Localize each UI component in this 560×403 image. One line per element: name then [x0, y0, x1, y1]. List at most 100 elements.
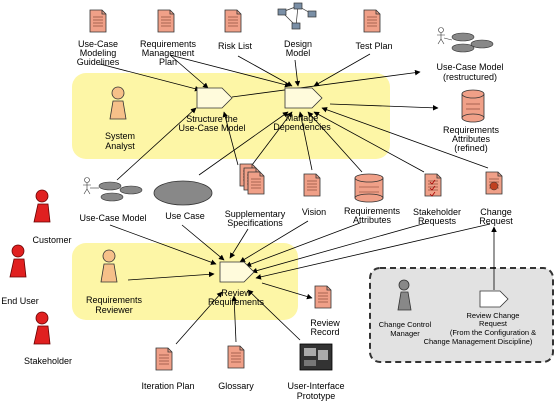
supplementary-specs-line1: Supplementary [225, 209, 286, 219]
use-case-model-icon [83, 177, 143, 202]
artifact-glossary[interactable]: Glossary [218, 345, 254, 391]
stakeholder-label: Stakeholder [24, 356, 72, 366]
review-change-request-line4: Change Management Discipline) [424, 337, 533, 346]
change-request-line1: Change [480, 207, 512, 217]
review-change-request-line3: (From the Configuration & [450, 328, 536, 337]
artifact-review-record[interactable]: Review Record [310, 285, 340, 337]
change-management-box [369, 267, 554, 363]
req-attr-refined-line1: Requirements [443, 125, 500, 135]
req-mgmt-plan-line1: Requirements [140, 39, 197, 49]
glossary-icon [227, 345, 245, 369]
review-record-icon [314, 285, 332, 309]
requirements-reviewer-line2: Reviewer [95, 305, 133, 315]
activity-manage-dependencies[interactable]: Manage Dependencies [273, 87, 331, 132]
artifact-design-model[interactable]: Design Model [277, 2, 317, 58]
activity-review-requirements[interactable]: Review Requirements [208, 261, 265, 307]
end-user-icon [9, 244, 27, 278]
manage-dependencies-line2: Dependencies [273, 122, 331, 132]
review-record-line1: Review [310, 318, 340, 328]
artifact-risk-list[interactable]: Risk List [218, 9, 253, 51]
glossary-label: Glossary [218, 381, 254, 391]
structure-ucm-line2: Use-Case Model [178, 123, 245, 133]
ucm-guidelines-line2: Modeling [80, 48, 117, 58]
artifact-use-case-modeling-guidelines[interactable]: Use-Case Modeling Guidelines [77, 9, 120, 67]
artifact-stakeholder-requests[interactable]: Stakeholder Requests [413, 173, 461, 226]
artifact-requirements-attributes-refined[interactable]: Requirements Attributes (refined) [443, 89, 500, 153]
test-plan-icon [363, 9, 381, 33]
ucm-restructured-line1: Use-Case Model [436, 62, 503, 72]
artifact-vision[interactable]: Vision [302, 173, 326, 217]
req-attributes-line2: Attributes [353, 215, 392, 225]
artifact-test-plan[interactable]: Test Plan [355, 9, 393, 51]
stakeholder-requests-line2: Requests [418, 216, 457, 226]
change-request-line2: Request [479, 216, 513, 226]
ucm-guidelines-line3: Guidelines [77, 57, 120, 67]
system-analyst-line2: Analyst [105, 141, 135, 151]
supplementary-specs-line2: Specifications [227, 218, 283, 228]
use-case-label: Use Case [165, 211, 205, 221]
review-requirements-line2: Requirements [208, 297, 265, 307]
ucm-restructured-icon [437, 27, 494, 53]
structure-ucm-line1: Structure the [186, 114, 238, 124]
customer-label: Customer [32, 235, 71, 245]
stakeholder-stakeholder[interactable]: Stakeholder [24, 311, 72, 366]
role-change-control-manager[interactable]: Change Control Manager [379, 279, 432, 338]
requirements-reviewer-icon [100, 249, 118, 283]
iteration-plan-label: Iteration Plan [141, 381, 194, 391]
requirements-reviewer-line1: Requirements [86, 295, 143, 305]
design-model-icon [277, 2, 317, 30]
ucm-guidelines-line1: Use-Case [78, 39, 118, 49]
vision-label: Vision [302, 207, 326, 217]
risk-list-icon [224, 9, 242, 33]
supplementary-specs-icon [239, 163, 265, 195]
flow-arrows [99, 53, 497, 345]
manage-dependencies-line1: Manage [286, 113, 319, 123]
test-plan-label: Test Plan [355, 41, 392, 51]
stakeholder-requests-icon [424, 173, 442, 197]
design-model-line1: Design [284, 39, 312, 49]
activity-structure-use-case-model[interactable]: Structure the Use-Case Model [178, 87, 246, 133]
review-requirements-line1: Review [221, 288, 251, 298]
ui-prototype-icon [299, 343, 333, 371]
ucm-guidelines-icon [89, 9, 107, 33]
artifact-change-request[interactable]: Change Request [479, 171, 513, 226]
review-change-request-line2: Request [479, 319, 508, 328]
artifact-user-interface-prototype[interactable]: User-Interface Prototype [287, 343, 345, 401]
artifact-use-case[interactable]: Use Case [153, 180, 213, 221]
stakeholder-icon [33, 311, 51, 345]
artifact-iteration-plan[interactable]: Iteration Plan [141, 347, 195, 391]
stakeholder-customer[interactable]: Customer [32, 189, 72, 245]
change-control-manager-body-icon [397, 291, 412, 311]
system-analyst-icon [109, 86, 127, 120]
req-attr-refined-line3: (refined) [454, 143, 488, 153]
req-mgmt-plan-line3: Plan [159, 57, 177, 67]
ui-prototype-line2: Prototype [297, 391, 336, 401]
vision-icon [303, 173, 321, 197]
customer-icon [33, 189, 51, 223]
req-attributes-icon [354, 173, 384, 203]
artifact-requirements-attributes[interactable]: Requirements Attributes [344, 173, 401, 225]
system-analyst-line1: System [105, 131, 135, 141]
review-change-request-line1: Review Change [467, 311, 520, 320]
activity-review-change-request[interactable]: Review Change Request (From the Configur… [424, 290, 537, 346]
iteration-plan-icon [155, 347, 173, 371]
req-attr-refined-line2: Attributes [452, 134, 491, 144]
change-control-manager-line2: Manager [390, 329, 420, 338]
artifact-use-case-model-restructured[interactable]: Use-Case Model (restructured) [436, 27, 504, 83]
use-case-icon [153, 180, 213, 206]
artifact-use-case-model[interactable]: Use-Case Model [79, 177, 147, 224]
req-attributes-line1: Requirements [344, 206, 401, 216]
req-mgmt-plan-line2: Management [142, 48, 195, 58]
req-mgmt-plan-icon [157, 9, 175, 33]
role-requirements-reviewer[interactable]: Requirements Reviewer [86, 249, 143, 315]
stakeholder-requests-line1: Stakeholder [413, 207, 461, 217]
artifact-supplementary-specifications[interactable]: Supplementary Specifications [225, 163, 286, 228]
artifact-requirements-management-plan[interactable]: Requirements Management Plan [140, 9, 197, 67]
end-user-label: End User [1, 296, 39, 306]
req-attr-refined-icon [461, 89, 485, 123]
stakeholder-end-user[interactable]: End User [1, 244, 39, 306]
role-system-analyst[interactable]: System Analyst [105, 86, 135, 151]
change-control-manager-line1: Change Control [379, 320, 432, 329]
change-control-manager-head-icon [398, 279, 410, 291]
